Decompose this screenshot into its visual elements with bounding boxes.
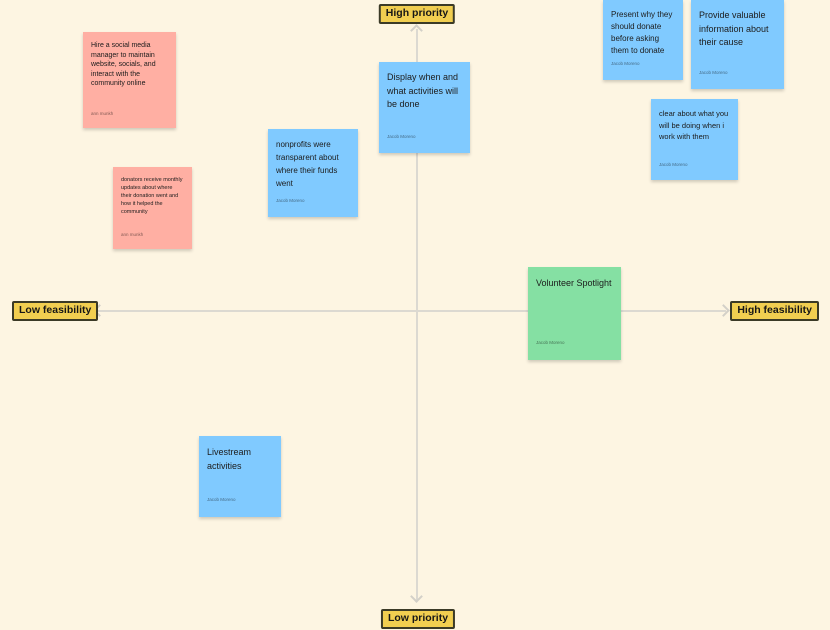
priority-axis-line[interactable] (416, 29, 418, 601)
sticky-note-text: nonprofits were transparent about where … (276, 140, 339, 188)
sticky-note-provide-valuable-information[interactable]: Provide valuable information about their… (691, 0, 784, 89)
sticky-note-text: Display when and what activities will be… (387, 72, 459, 109)
axis-label-low-priority[interactable]: Low priority (380, 609, 456, 629)
sticky-note-author: Jacob Moreno (536, 340, 565, 345)
feasibility-axis-line[interactable] (97, 310, 726, 312)
sticky-note-donators-monthly-updates[interactable]: donators receive monthly updates about w… (113, 167, 192, 249)
arrow-up-icon (410, 24, 423, 37)
sticky-note-nonprofits-transparent[interactable]: nonprofits were transparent about where … (268, 129, 358, 217)
axis-label-low-feasibility[interactable]: Low feasibility (12, 301, 99, 321)
axis-label-high-feasibility[interactable]: High feasibility (730, 301, 819, 321)
sticky-note-author: Jacob Moreno (276, 198, 305, 203)
sticky-note-livestream-activities[interactable]: Livestream activities Jacob Moreno (199, 436, 281, 517)
sticky-note-author: ann munkh (121, 232, 144, 237)
sticky-note-text: Livestream activities (207, 447, 252, 471)
sticky-note-clear-about-work[interactable]: clear about what you will be doing when … (651, 99, 738, 180)
sticky-note-text: Volunteer Spotlight (536, 278, 612, 288)
sticky-note-display-activities[interactable]: Display when and what activities will be… (379, 62, 470, 153)
sticky-note-present-why-donate[interactable]: Present why they should donate before as… (603, 0, 683, 80)
sticky-note-author: Jacob Moreno (207, 497, 236, 502)
sticky-note-text: Present why they should donate before as… (611, 10, 673, 55)
sticky-note-text: clear about what you will be doing when … (659, 109, 729, 141)
sticky-note-author: Jacob Moreno (659, 161, 688, 167)
sticky-note-author: Jacob Moreno (387, 133, 416, 139)
sticky-note-author: Jacob Moreno (699, 69, 728, 75)
sticky-note-volunteer-spotlight[interactable]: Volunteer Spotlight Jacob Moreno (528, 267, 621, 360)
sticky-note-author: ann munkh (91, 110, 114, 116)
sticky-note-text: Provide valuable information about their… (699, 10, 769, 47)
sticky-note-text: Hire a social media manager to maintain … (91, 42, 156, 87)
sticky-note-author: Jacob Moreno (611, 61, 640, 66)
sticky-note-text: donators receive monthly updates about w… (121, 177, 183, 215)
arrow-down-icon (410, 590, 423, 603)
axis-label-high-priority[interactable]: High priority (378, 4, 456, 24)
arrow-right-icon (717, 304, 730, 317)
sticky-note-hire-social-media-manager[interactable]: Hire a social media manager to maintain … (83, 32, 176, 128)
